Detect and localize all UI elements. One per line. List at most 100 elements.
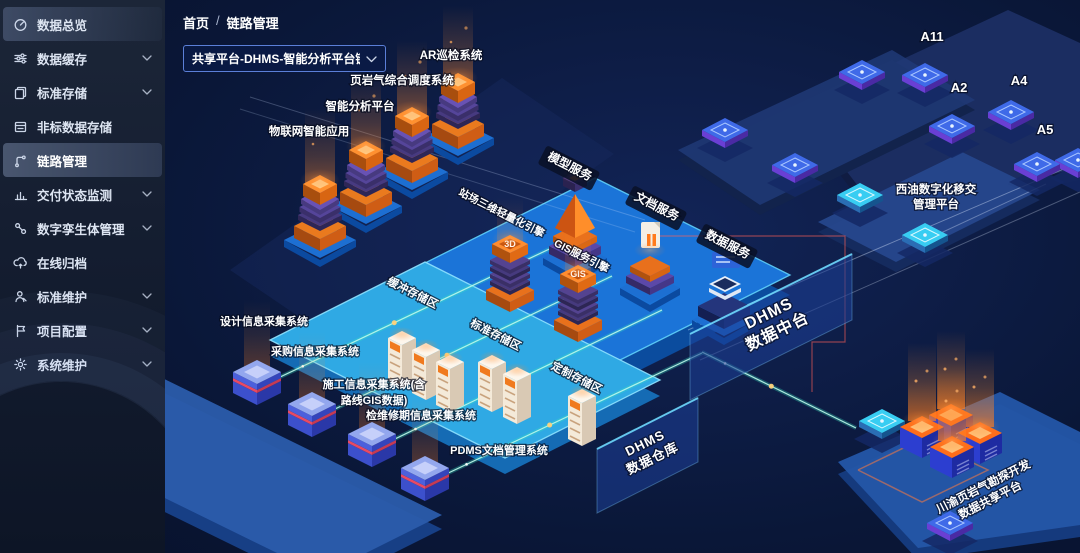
iot-app-tower[interactable]	[284, 108, 356, 267]
mid-strip-platform	[678, 50, 975, 215]
chevron-down-icon	[142, 55, 152, 61]
link-filter-select[interactable]: 共享平台-DHMS-智能分析平台链路	[183, 45, 386, 72]
breadcrumb-current: 链路管理	[226, 16, 279, 31]
sliders-icon	[13, 51, 28, 66]
chip-a11[interactable]	[897, 63, 953, 107]
sidebar-item-online-archive[interactable]: 在线归档	[3, 245, 162, 279]
breadcrumb-separator: /	[216, 13, 220, 28]
procure-collect-node[interactable]	[288, 332, 336, 437]
sidebar-item-digital-twin[interactable]: 数字孪生体管理	[3, 211, 162, 245]
sidebar-item-link-management[interactable]: 链路管理	[3, 143, 162, 177]
sidebar-item-system-maintain[interactable]: 系统维护	[3, 347, 162, 381]
svg-text:A2: A2	[951, 80, 968, 95]
breadcrumb-home[interactable]: 首页	[183, 16, 210, 31]
buffer-rack-3[interactable]	[436, 351, 464, 412]
share-chip-2[interactable]	[922, 511, 978, 553]
user-maintain-icon	[13, 289, 28, 304]
svg-text:A4: A4	[1011, 73, 1028, 88]
svg-text:页岩气综合调度系统: 页岩气综合调度系统	[350, 73, 454, 87]
chip-a4[interactable]	[983, 100, 1039, 144]
chevron-down-icon	[142, 89, 152, 95]
svg-text:采购信息采集系统: 采购信息采集系统	[270, 344, 359, 358]
standard-rack-1[interactable]	[478, 351, 506, 412]
share-cube-4[interactable]	[958, 349, 1002, 464]
label-a2: A2	[949, 79, 968, 97]
sidebar-item-label: 标准维护	[37, 290, 88, 305]
sidebar-item-standard-maintain[interactable]: 标准维护	[3, 279, 162, 313]
chip-a2[interactable]	[924, 114, 980, 158]
chevron-down-icon	[142, 293, 152, 299]
sidebar-item-project-config[interactable]: 项目配置	[3, 313, 162, 347]
svg-text:管理平台: 管理平台	[913, 197, 959, 211]
construct-collect-node[interactable]	[348, 362, 396, 467]
chip-a5[interactable]	[1009, 152, 1065, 196]
shale-dispatch-tower[interactable]	[376, 40, 448, 199]
ar-inspection-tower[interactable]	[422, 6, 494, 165]
svg-text:A11: A11	[920, 29, 943, 44]
chevron-down-icon	[366, 52, 377, 66]
xiyou-chip-1[interactable]	[832, 183, 888, 227]
svg-text:设计信息采集系统: 设计信息采集系统	[220, 314, 308, 328]
label-iot-app: 物联网智能应用	[268, 123, 351, 140]
svg-text:路线GIS数据): 路线GIS数据)	[341, 393, 408, 407]
custom-rack[interactable]	[568, 385, 596, 446]
sidebar-item-delivery-monitor[interactable]: 交付状态监测	[3, 177, 162, 211]
maintain-collect-node[interactable]	[401, 396, 449, 501]
route-icon	[13, 153, 28, 168]
connection-line	[929, 183, 1047, 239]
chevron-down-icon	[142, 191, 152, 197]
gear-icon	[13, 357, 28, 372]
svg-text:西油数字化移交: 西油数字化移交	[896, 182, 977, 196]
buffer-rack-1[interactable]	[388, 327, 416, 388]
standard-rack-2[interactable]	[503, 363, 531, 424]
share-cube-3[interactable]	[930, 363, 974, 478]
sidebar: 数据总览 数据缓存 标准存储 非标数据存储 链路管理 交付状态监测 数字孪生体管…	[0, 0, 165, 553]
sidebar-item-data-overview[interactable]: 数据总览	[3, 7, 162, 41]
sidebar-item-label: 项目配置	[37, 324, 88, 339]
database-icon	[13, 119, 28, 134]
diagram-nodes: 3D GIS	[233, 6, 1080, 553]
sidebar-item-label: 链路管理	[37, 154, 88, 169]
gis-engine-tower[interactable]: GIS	[554, 228, 602, 342]
svg-text:智能分析平台: 智能分析平台	[326, 99, 395, 113]
label-ar-inspection: AR巡检系统	[418, 47, 484, 64]
label-design-collect: 设计信息采集系统	[219, 313, 310, 330]
bar-chart-icon	[13, 187, 28, 202]
chevron-down-icon	[142, 327, 152, 333]
label-a4: A4	[1009, 72, 1029, 90]
share-chip[interactable]	[854, 409, 910, 453]
connection-line	[857, 438, 990, 503]
mid-chip-2[interactable]	[767, 153, 823, 197]
upper-left-strip	[230, 78, 614, 346]
breadcrumb: 首页 / 链路管理	[183, 13, 279, 32]
label-maintain-collect: 检维修期信息采集系统	[365, 407, 478, 424]
cloud-upload-icon	[13, 255, 28, 270]
sidebar-item-standard-storage[interactable]: 标准存储	[3, 75, 162, 109]
twin-link-icon	[13, 221, 28, 236]
data-beam	[424, 351, 703, 486]
sidebar-item-label: 数据总览	[37, 18, 88, 33]
chip-a[interactable]	[834, 60, 890, 104]
xiyou-chip-2[interactable]	[897, 223, 953, 267]
link-filter-value: 共享平台-DHMS-智能分析平台链路	[192, 52, 360, 66]
sidebar-item-label: 在线归档	[37, 256, 88, 271]
chip-a6[interactable]	[1050, 148, 1080, 192]
ai-platform-tower[interactable]	[330, 74, 402, 233]
sidebar-item-label: 系统维护	[37, 358, 88, 373]
flag-icon	[13, 323, 28, 338]
label-procure-collect: 采购信息采集系统	[269, 343, 361, 360]
engine-3d-tower[interactable]: 3D	[486, 198, 534, 312]
svg-text:检维修期信息采集系统: 检维修期信息采集系统	[366, 408, 476, 422]
sidebar-item-label: 非标数据存储	[37, 120, 113, 135]
label-shale-dispatch: 页岩气综合调度系统	[349, 72, 455, 89]
sidebar-item-data-cache[interactable]: 数据缓存	[3, 41, 162, 75]
sidebar-item-label: 标准存储	[37, 86, 88, 101]
svg-text:AR巡检系统: AR巡检系统	[420, 48, 483, 62]
mid-chip-1[interactable]	[697, 118, 753, 162]
design-collect-node[interactable]	[233, 300, 281, 405]
doc-service-tower[interactable]	[620, 222, 680, 312]
sidebar-item-nonstandard-storage[interactable]: 非标数据存储	[3, 109, 162, 143]
